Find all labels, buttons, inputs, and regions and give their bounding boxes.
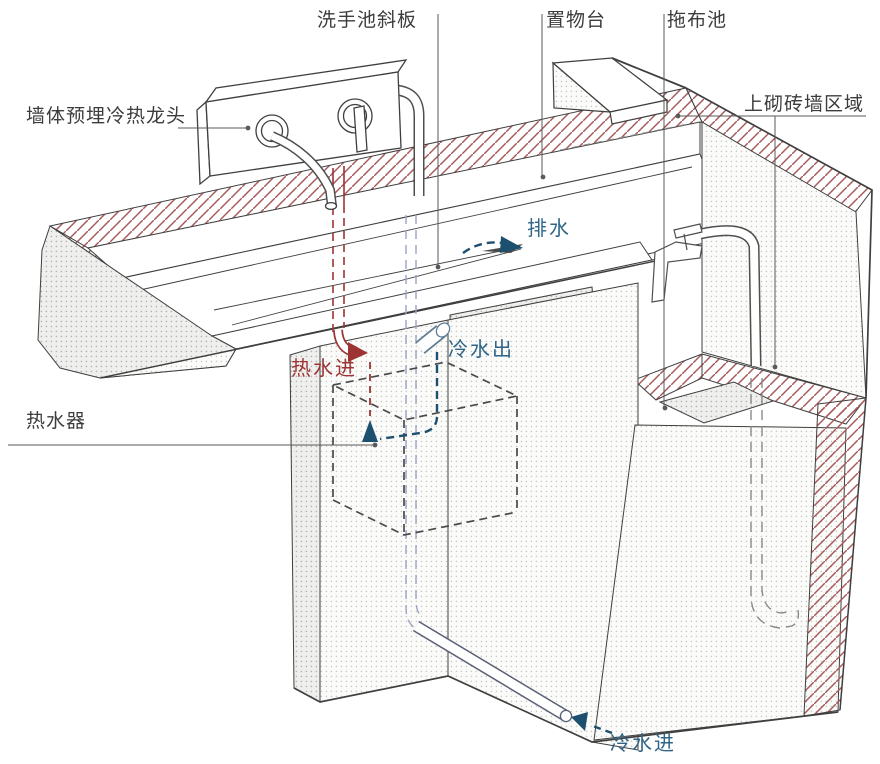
- drain-label: 排水: [527, 218, 571, 240]
- cold-water-in-label: 冷水进: [610, 733, 676, 755]
- cold-water-out-label: 冷水出: [448, 339, 514, 361]
- brick-wall-area-label: 上砌砖墙区域: [744, 94, 865, 115]
- sink-counter: [37, 87, 742, 379]
- shelf-side-face: [552, 61, 612, 113]
- cold-flow-arrow-up: [362, 420, 378, 442]
- floor-cold-pipe: [412, 620, 573, 723]
- cold-out-pipe: [362, 322, 451, 442]
- mop-faucet-handle: [673, 223, 703, 239]
- hidden-cold-supply-pipe: [405, 215, 423, 629]
- drain-flow-arrow: [462, 236, 523, 254]
- faucet-panel: [196, 59, 425, 211]
- mop-pool-label: 拖布池: [667, 10, 728, 31]
- hot-flow-arrow: [348, 342, 368, 362]
- mixer-lever: [353, 105, 368, 153]
- shelf-block: [551, 57, 687, 125]
- water-heater-label: 热水器: [26, 411, 87, 432]
- mop-pool-interior: [658, 381, 775, 424]
- hot-water-in-label: 热水进: [291, 358, 357, 380]
- panel-front-face: [205, 71, 402, 177]
- cold-in-flow-arrow: [571, 712, 613, 735]
- hot-water-pipe: [332, 166, 371, 416]
- sink-slope-label: 洗手池斜板: [317, 10, 418, 31]
- right-wall-upper: [684, 86, 873, 399]
- leader-lines: [8, 14, 866, 448]
- mop-faucet-body: [651, 241, 703, 303]
- shelf-label: 置物台: [546, 10, 607, 31]
- wall-faucet-label: 墙体预埋冷热龙头: [26, 106, 187, 127]
- center-wall-side-face: [289, 345, 321, 703]
- right-wall-hidden-pipe: [750, 378, 800, 629]
- water-heater-outline: [330, 361, 520, 536]
